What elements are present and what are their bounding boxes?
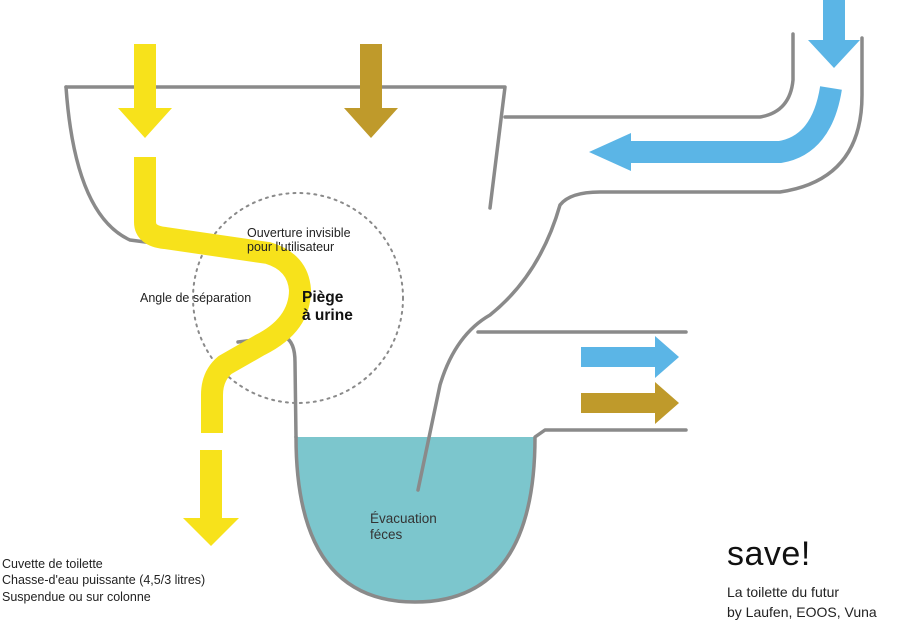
urine-flow-path [134,157,311,433]
flush-water-curve [630,86,842,163]
bowl-rim-outline [64,85,507,210]
invisible-opening-label: Ouverture invisible pour l'utilisateur [247,226,351,255]
flush-inlet-pipe [503,32,795,119]
outflow-feces-arrow-right [581,382,679,424]
invisible-opening-line-2: pour l'utilisateur [247,240,335,255]
feature-bowl: Cuvette de toilette [2,557,103,571]
feature-mount: Suspendue ou sur colonne [2,589,151,604]
feces-evacuation-line-1: Évacuation [370,511,437,526]
bowl-water [296,437,535,602]
outflow-water-arrow-right [581,336,679,378]
product-features-list: Cuvette de toilette Chasse-d'eau puissan… [2,556,205,605]
lower-bowl-outline [294,428,688,604]
feces-flow-arrow-down [344,44,398,138]
feces-evacuation-line-2: féces [370,526,403,542]
feature-flush: Chasse-d'eau puissante (4,5/3 litres) [2,573,206,588]
feces-evacuation-label: Évacuation féces [370,511,437,542]
inner-chute [416,36,864,492]
flush-water-arrow-left [589,133,631,171]
urine-trap-line-2: à urine [302,306,353,324]
flush-water-arrow-down [808,0,860,68]
urine-flow-arrow-down [118,44,172,138]
separation-angle-label: Angle de séparation [140,291,252,305]
separation-zone-circle [192,192,404,404]
tagline-line-1: La toilette du futur [727,584,840,600]
urine-trap-wall [283,335,298,439]
tagline-line-2: by Laufen, EOOS, Vuna [727,603,877,620]
urine-trap-line-1: Piège [302,289,344,306]
urine-outflow-arrow-down [183,450,239,546]
brand-title: save! [727,535,811,573]
brand-tagline: La toilette du futur by Laufen, EOOS, Vu… [727,583,877,622]
urine-trap-label: Piège à urine [302,289,353,325]
invisible-opening-line-1: Ouverture invisible [247,226,351,240]
